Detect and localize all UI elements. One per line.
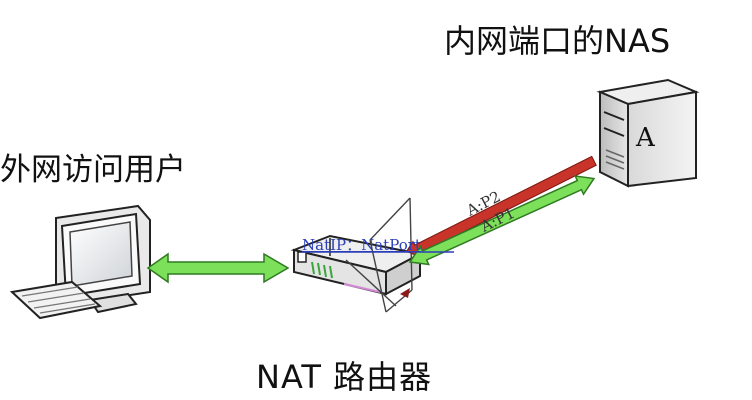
green-double-arrow-right: [408, 175, 596, 266]
nas-server-icon: A: [596, 78, 700, 188]
server-letter: A: [635, 123, 656, 153]
small-arrowhead: [400, 288, 410, 298]
green-double-arrow-left: [146, 252, 290, 284]
nat-mapping-label: NatIP：NatPort: [302, 236, 421, 254]
computer-icon: [9, 204, 151, 320]
external-user-label: 外网访问用户: [0, 152, 186, 188]
nas-label: 内网端口的NAS: [444, 22, 671, 60]
keyboard-icon: [9, 280, 103, 320]
router-label: NAT 路由器: [256, 358, 433, 396]
